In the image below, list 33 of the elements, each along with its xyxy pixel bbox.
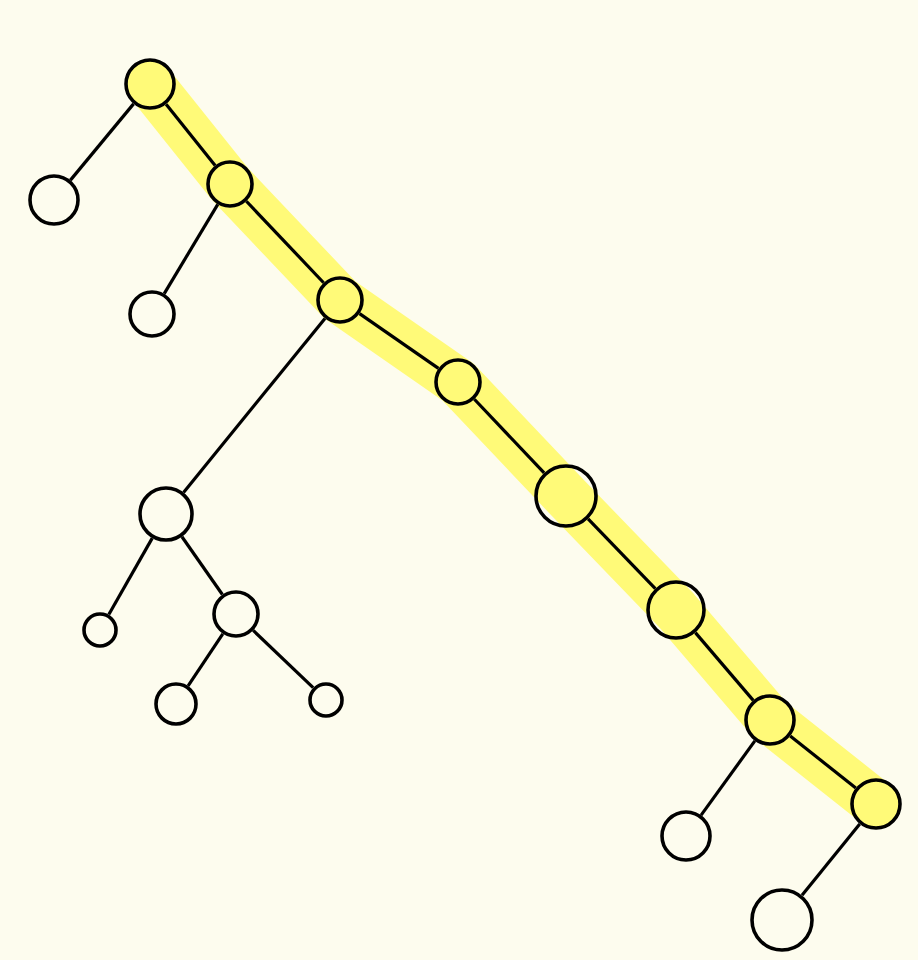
tree-node (316, 276, 364, 324)
tree-edge (694, 631, 755, 702)
tree-edge (180, 535, 224, 596)
tree-edge (182, 317, 327, 494)
tree-edge (699, 739, 757, 817)
tree-node (82, 612, 118, 648)
tree-node (660, 810, 712, 862)
tree-node (128, 290, 176, 338)
tree-node (28, 174, 80, 226)
tree-edge (186, 632, 225, 687)
tree-edge (245, 200, 325, 284)
tree-node (534, 464, 598, 528)
tree-node (308, 682, 344, 718)
tree-edge (69, 102, 135, 182)
tree-node (124, 58, 176, 110)
tree-node (138, 486, 194, 542)
tree-edge (473, 398, 546, 474)
tree-node (646, 580, 706, 640)
tree-node (744, 694, 796, 746)
tree-edge (164, 103, 217, 167)
tree-edge (358, 312, 440, 370)
tree-edge (107, 537, 154, 616)
tree-edge (789, 734, 857, 790)
tree-edge (800, 823, 861, 897)
tree-edge (586, 517, 657, 590)
tree-edge (162, 203, 220, 295)
tree-node (154, 682, 198, 726)
tree-node (206, 160, 254, 208)
tree-node (850, 778, 902, 830)
tree-node (212, 590, 260, 638)
tree-node (750, 888, 814, 952)
tree-edge (252, 629, 315, 689)
tree-node (434, 358, 482, 406)
